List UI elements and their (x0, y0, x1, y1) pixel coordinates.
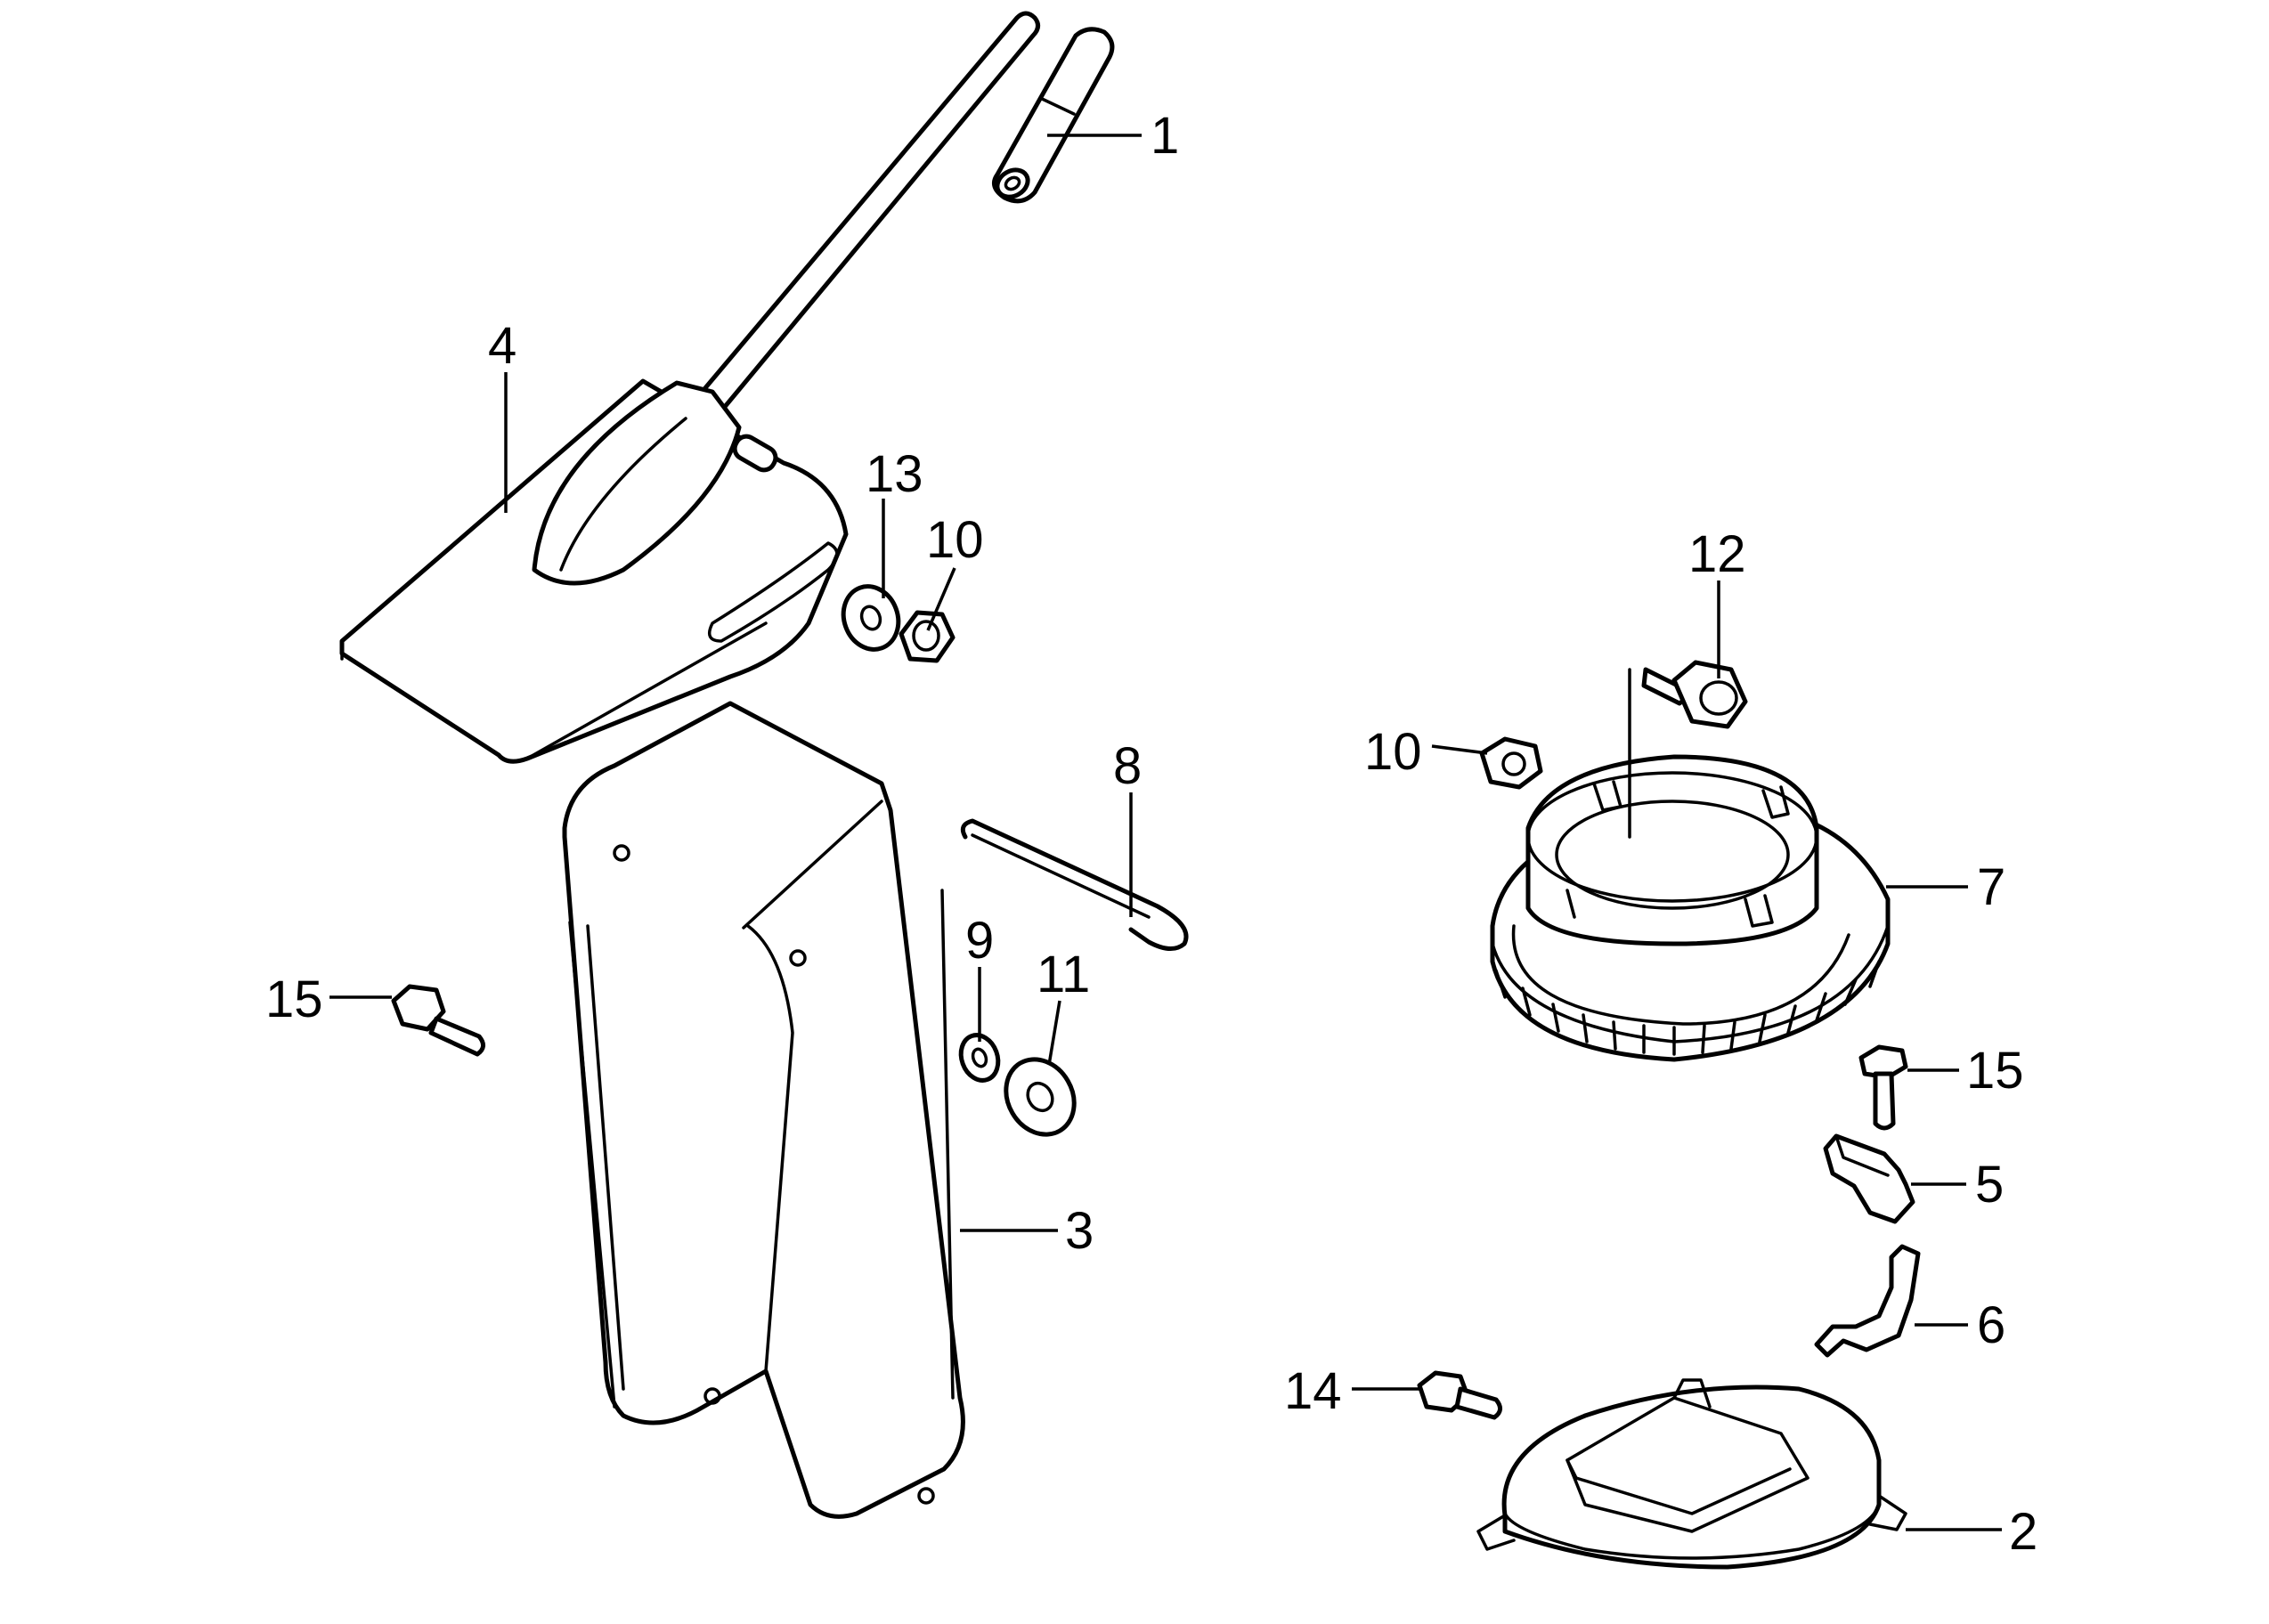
callout-13: 13 (866, 445, 923, 503)
callout-7: 7 (1977, 858, 2005, 916)
callout-14: 14 (1284, 1362, 1342, 1420)
callout-3: 3 (1065, 1202, 1094, 1260)
part-bolt-15b (1858, 1044, 1908, 1131)
callout-9: 9 (965, 912, 994, 970)
part-washer-11 (1004, 1057, 1077, 1137)
callout-1: 1 (1151, 107, 1179, 165)
part-wire-pin (960, 818, 1189, 951)
part-bolt-12 (1641, 660, 1748, 729)
callout-labels: 1 4 13 10 12 10 8 7 9 11 15 15 5 3 6 14 … (265, 107, 2037, 1561)
part-clip-5 (1823, 1133, 1915, 1224)
callout-11: 11 (1037, 946, 1090, 1003)
part-base-plate (1476, 1378, 1907, 1570)
callout-15b: 15 (1966, 1042, 2024, 1100)
part-bolt-15a (391, 984, 485, 1057)
callout-4: 4 (488, 317, 516, 375)
part-nut-10b (1479, 736, 1543, 790)
callout-8: 8 (1113, 737, 1142, 795)
part-bolt-14 (1417, 1370, 1502, 1420)
callout-6: 6 (1977, 1296, 2005, 1354)
callout-10b: 10 (1364, 723, 1422, 781)
part-chute (562, 701, 965, 1519)
part-nut-10a (899, 610, 956, 663)
callout-15a: 15 (265, 970, 323, 1028)
part-ring-gear (1490, 668, 1891, 1062)
part-deflector (339, 11, 1040, 764)
part-washer-9 (958, 1033, 1001, 1083)
callout-5: 5 (1975, 1156, 2004, 1214)
callout-10a: 10 (926, 511, 984, 569)
callout-12: 12 (1688, 525, 1746, 583)
leader-lines (329, 134, 2002, 1531)
part-grip (991, 27, 1115, 204)
part-washer-13 (841, 584, 901, 652)
part-bracket-6 (1814, 1244, 1921, 1358)
callout-2: 2 (2009, 1503, 2037, 1561)
